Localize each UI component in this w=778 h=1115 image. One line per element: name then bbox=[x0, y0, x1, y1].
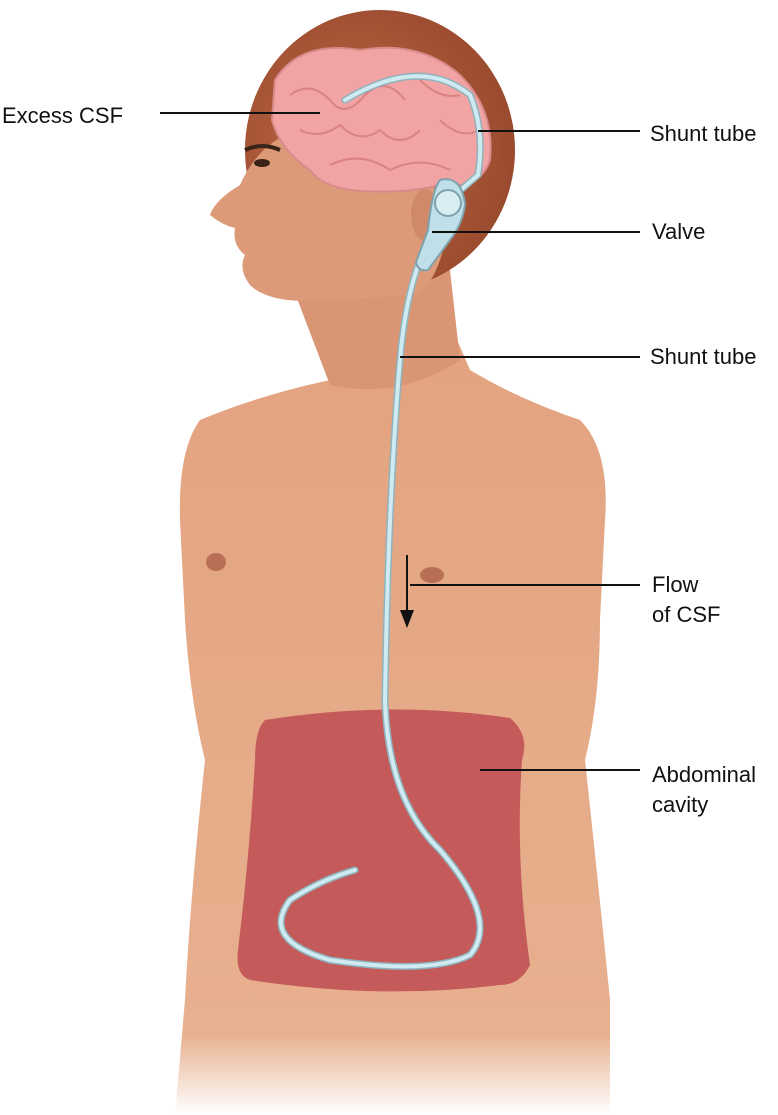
brain bbox=[270, 46, 492, 193]
shunt-tube-inner bbox=[279, 74, 483, 969]
label-abdominal-line1: Abdominal bbox=[652, 762, 756, 787]
nipple-left bbox=[206, 553, 226, 571]
valve-bulb bbox=[434, 189, 462, 217]
nipple-right bbox=[420, 567, 444, 583]
eyebrow bbox=[244, 144, 281, 152]
eye bbox=[254, 159, 270, 167]
label-flow-line1: Flow bbox=[652, 572, 699, 597]
label-shunt-tube-lower: Shunt tube bbox=[650, 344, 757, 369]
flow-arrow-icon bbox=[400, 555, 414, 628]
label-valve: Valve bbox=[652, 219, 706, 244]
leader-lines bbox=[160, 112, 640, 771]
brain-folds bbox=[289, 79, 481, 172]
label-excess-csf: Excess CSF bbox=[2, 103, 124, 128]
label-abdominal-line2: cavity bbox=[652, 792, 709, 817]
label-shunt-tube-upper: Shunt tube bbox=[650, 121, 757, 146]
label-flow-line2: of CSF bbox=[652, 602, 721, 627]
abdominal-cavity bbox=[237, 709, 530, 992]
